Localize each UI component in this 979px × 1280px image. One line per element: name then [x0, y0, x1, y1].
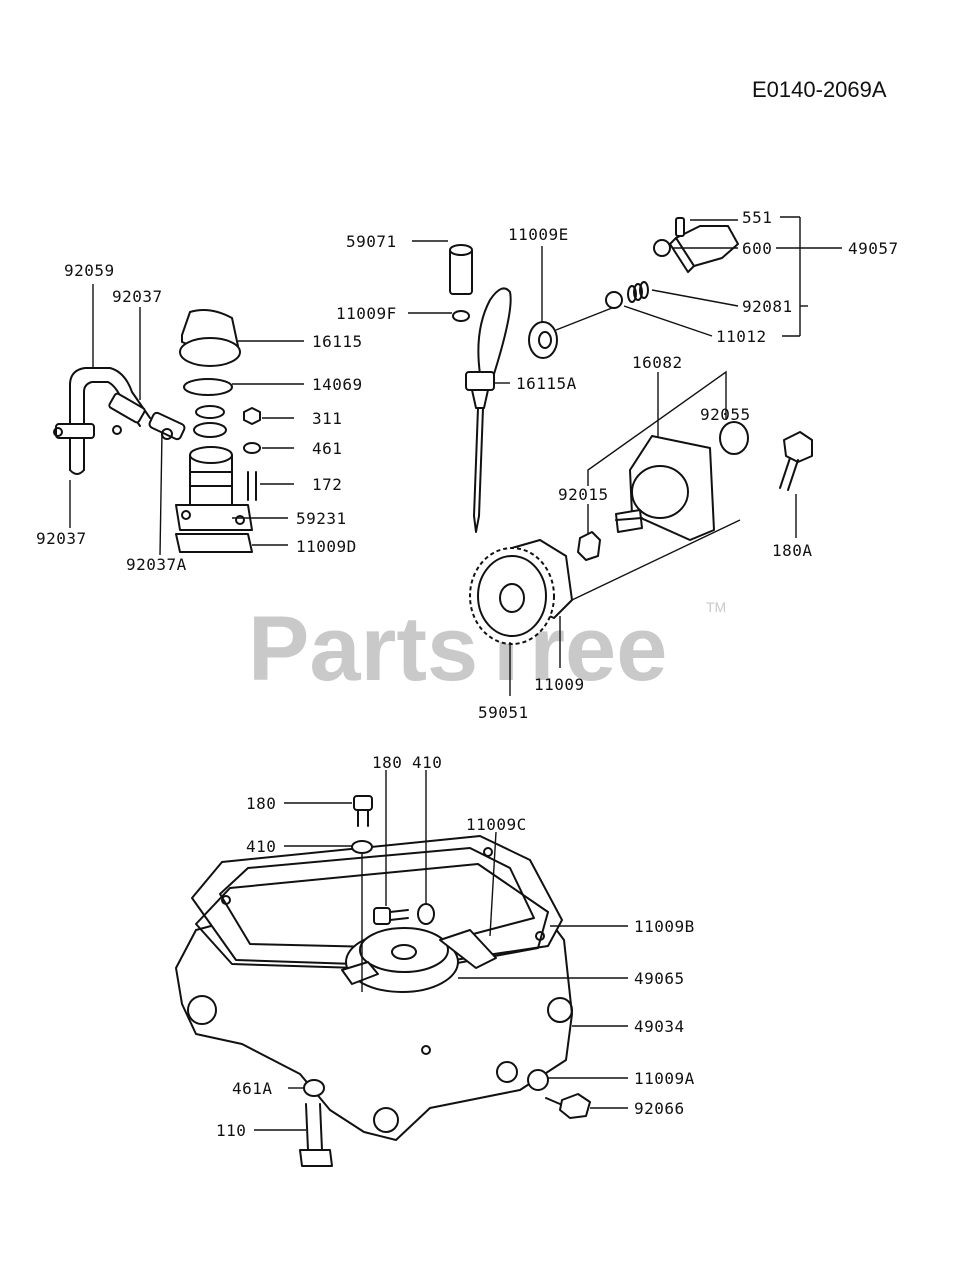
label-551[interactable]: 551 [742, 208, 772, 227]
label-59231[interactable]: 59231 [296, 509, 347, 528]
gasket-11009E[interactable] [528, 321, 558, 359]
dipstick-16115A[interactable] [465, 287, 512, 533]
label-92059[interactable]: 92059 [64, 261, 115, 280]
washer-11012[interactable] [605, 291, 623, 309]
governor-49065[interactable] [341, 927, 459, 993]
label-49065[interactable]: 49065 [634, 969, 685, 988]
label-16082[interactable]: 16082 [632, 353, 683, 372]
o-ring-11009A[interactable] [527, 1069, 549, 1091]
label-180-left[interactable]: 180 [246, 794, 276, 813]
dipstick-tube-59071[interactable] [449, 244, 473, 295]
spring-92081[interactable] [627, 281, 649, 303]
label-92081[interactable]: 92081 [742, 297, 793, 316]
label-92055[interactable]: 92055 [700, 405, 751, 424]
label-172[interactable]: 172 [312, 475, 342, 494]
nut-311[interactable] [243, 407, 261, 425]
relief-valve-49057[interactable] [669, 225, 739, 273]
label-11009E[interactable]: 11009E [508, 225, 569, 244]
label-11009D[interactable]: 11009D [296, 537, 357, 556]
bolt-92066[interactable] [545, 1093, 591, 1119]
label-11009C[interactable]: 11009C [466, 815, 527, 834]
label-92037A[interactable]: 92037A [126, 555, 187, 574]
label-16115A[interactable]: 16115A [516, 374, 577, 393]
label-59051[interactable]: 59051 [478, 703, 529, 722]
label-600[interactable]: 600 [742, 239, 772, 258]
o-ring-11009F[interactable] [452, 310, 470, 322]
o-ring-14069[interactable] [183, 378, 233, 396]
nut-92015[interactable] [577, 531, 601, 561]
label-180A[interactable]: 180A [772, 541, 813, 560]
gasket-11009C[interactable] [439, 929, 497, 969]
label-92015[interactable]: 92015 [558, 485, 609, 504]
label-11009[interactable]: 11009 [534, 675, 585, 694]
bolt-110[interactable] [299, 1103, 333, 1167]
washer-410-top[interactable] [417, 903, 435, 925]
filler-cap-16115[interactable] [179, 309, 241, 367]
pump-cover-16082[interactable] [615, 435, 715, 541]
washer-461A[interactable] [303, 1079, 325, 1097]
label-16115[interactable]: 16115 [312, 332, 363, 351]
label-49057[interactable]: 49057 [848, 239, 899, 258]
bolt-180-top[interactable] [373, 907, 409, 925]
label-11009A[interactable]: 11009A [634, 1069, 695, 1088]
label-11009F[interactable]: 11009F [336, 304, 397, 323]
gasket-11009D[interactable] [175, 533, 253, 553]
filler-neck-59231[interactable] [175, 405, 253, 531]
label-461A[interactable]: 461A [232, 1079, 273, 1098]
watermark-trademark: TM [706, 599, 726, 615]
washer-461[interactable] [243, 442, 261, 454]
oil-pump-gear-59051[interactable] [469, 547, 555, 645]
ball-600[interactable] [653, 239, 671, 257]
clamp-92037-bottom[interactable] [53, 423, 95, 439]
label-92037-bottom[interactable]: 92037 [36, 529, 87, 548]
bolt-180A[interactable] [779, 431, 813, 491]
label-49034[interactable]: 49034 [634, 1017, 685, 1036]
label-11012[interactable]: 11012 [716, 327, 767, 346]
label-92066[interactable]: 92066 [634, 1099, 685, 1118]
label-11009B[interactable]: 11009B [634, 917, 695, 936]
label-410-left[interactable]: 410 [246, 837, 276, 856]
hose-fitting-92037A[interactable] [148, 411, 186, 441]
bolt-180-left[interactable] [353, 795, 373, 827]
label-59071[interactable]: 59071 [346, 232, 397, 251]
label-92037-top[interactable]: 92037 [112, 287, 163, 306]
label-461[interactable]: 461 [312, 439, 342, 458]
clamp-92037-top[interactable] [108, 392, 146, 435]
stud-172[interactable] [247, 471, 257, 501]
label-311[interactable]: 311 [312, 409, 342, 428]
pin-551[interactable] [675, 217, 685, 237]
label-110[interactable]: 110 [216, 1121, 246, 1140]
label-180-top[interactable]: 180 [372, 753, 402, 772]
watermark-logo: PartsTree [248, 598, 667, 700]
diagram-code: E0140-2069A [752, 77, 887, 102]
label-410-top[interactable]: 410 [412, 753, 442, 772]
o-ring-92055[interactable] [719, 421, 749, 455]
gasket-11009B[interactable] [195, 863, 549, 971]
label-14069[interactable]: 14069 [312, 375, 363, 394]
washer-410-left[interactable] [351, 840, 373, 854]
